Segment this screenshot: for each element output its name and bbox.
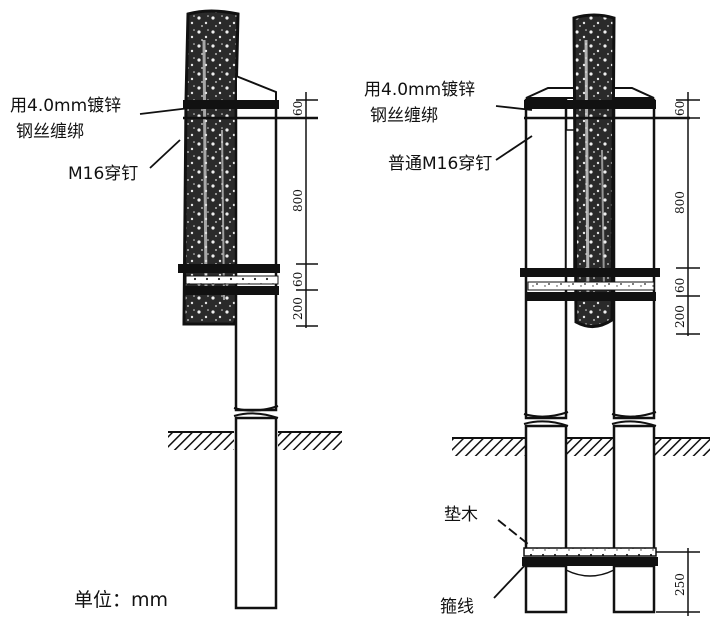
right-dim-200: 200 bbox=[673, 305, 687, 328]
right-pad-leader bbox=[497, 519, 529, 545]
left-pole-assembly bbox=[139, 9, 342, 610]
right-pad-wood bbox=[523, 547, 657, 557]
right-concrete-column-left bbox=[524, 98, 568, 420]
right-hoop-leader bbox=[493, 561, 529, 599]
left-concrete-pole-lower bbox=[234, 416, 278, 610]
left-binding-band-low bbox=[183, 286, 279, 295]
left-dim-200: 200 bbox=[291, 297, 305, 320]
left-binding-label-line2: 钢丝缠绑 bbox=[16, 122, 84, 142]
unit-label: 单位：mm bbox=[74, 589, 168, 611]
right-binding-band-top bbox=[524, 100, 656, 109]
left-concrete-stub-upper bbox=[234, 102, 278, 412]
left-dim-800: 800 bbox=[291, 189, 305, 212]
left-binding-label-line1: 用4.0mm镀锌 bbox=[10, 96, 121, 116]
left-dimension-line bbox=[296, 92, 318, 328]
left-ground-hatch bbox=[168, 432, 234, 450]
right-binding-label-line2: 钢丝缠绑 bbox=[370, 106, 438, 126]
left-bolt-leader bbox=[149, 139, 181, 169]
right-dim-60-mid: 60 bbox=[673, 278, 687, 293]
right-bolt-leader bbox=[495, 135, 533, 161]
left-binding-band-top bbox=[183, 100, 279, 109]
right-concrete-column-right bbox=[612, 98, 656, 420]
right-binding-leader bbox=[495, 105, 533, 111]
right-dim-250: 250 bbox=[673, 573, 687, 596]
left-binding-leader bbox=[139, 107, 191, 115]
right-binding-label-line1: 用4.0mm镀锌 bbox=[364, 80, 475, 100]
right-binding-band-low bbox=[526, 292, 656, 301]
left-dim-60-top: 60 bbox=[291, 101, 305, 116]
right-ground-hatch bbox=[452, 438, 526, 456]
left-wood-pole bbox=[182, 9, 242, 326]
left-dim-60-mid: 60 bbox=[291, 272, 305, 287]
right-hoop-band bbox=[522, 557, 658, 566]
right-pole-assembly bbox=[452, 13, 710, 616]
right-pad-label: 垫木 bbox=[444, 505, 478, 525]
left-wedge bbox=[235, 74, 277, 105]
right-dimension-line-lower bbox=[656, 548, 700, 616]
right-wood-pole bbox=[572, 13, 616, 328]
right-dim-60-top: 60 bbox=[673, 101, 687, 116]
right-binding-band-mid bbox=[520, 268, 660, 277]
left-binding-band-mid bbox=[178, 264, 280, 273]
right-lower-column-left bbox=[524, 424, 568, 552]
left-bolt-label: M16穿钉 bbox=[68, 164, 138, 184]
right-dimension-line bbox=[676, 92, 700, 336]
right-hoop-label: 箍线 bbox=[440, 597, 474, 617]
right-dim-800: 800 bbox=[673, 191, 687, 214]
right-bolt-label: 普通M16穿钉 bbox=[388, 154, 492, 174]
